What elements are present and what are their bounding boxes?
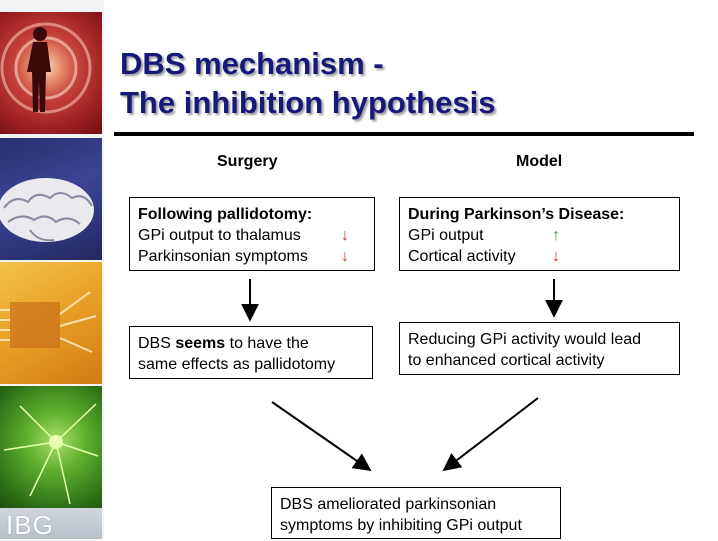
parkinsons-row-cortical: Cortical activity ↓ xyxy=(408,246,671,267)
pallidotomy-row-symptoms: Parkinsonian symptoms ↓ xyxy=(138,246,366,267)
text-segment: to have the xyxy=(225,335,309,352)
brain-image xyxy=(0,138,102,260)
pallidotomy-box: Following pallidotomy: GPi output to tha… xyxy=(129,197,375,271)
conclusion-box: DBS ameliorated parkinsonian symptoms by… xyxy=(271,487,561,539)
conclusion-line1: DBS ameliorated parkinsonian xyxy=(280,496,497,513)
parkinsons-row-gpi: GPi output ↑ xyxy=(408,225,671,246)
row-label: GPi output xyxy=(408,227,484,244)
title-divider xyxy=(114,132,694,136)
slide-title: DBS mechanism - The inhibition hypothesi… xyxy=(120,44,495,122)
row-label: GPi output to thalamus xyxy=(138,227,301,244)
text-segment: DBS xyxy=(138,335,176,352)
emphasis-seems: seems xyxy=(175,335,226,352)
reducing-gpi-line1: Reducing GPi activity would lead xyxy=(408,331,642,348)
pallidotomy-row-gpi: GPi output to thalamus ↓ xyxy=(138,225,366,246)
sidebar-image-strip: IBG xyxy=(0,0,104,540)
model-heading: Model xyxy=(516,153,563,170)
human-figure-image xyxy=(0,12,102,134)
parkinsons-box: During Parkinson’s Disease: GPi output ↑… xyxy=(399,197,680,271)
surgery-heading: Surgery xyxy=(217,153,278,170)
row-label: Parkinsonian symptoms xyxy=(138,248,308,265)
row-label: Cortical activity xyxy=(408,248,516,265)
dbs-effects-box: DBS seems to have the same effects as pa… xyxy=(129,326,373,379)
conclusion-line2: symptoms by inhibiting GPi output xyxy=(280,517,522,534)
pallidotomy-heading: Following pallidotomy: xyxy=(138,206,313,223)
ibg-logo: IBG xyxy=(6,510,54,540)
reducing-gpi-box: Reducing GPi activity would lead to enha… xyxy=(399,322,680,375)
slide-title-line2: The inhibition hypothesis xyxy=(120,85,496,120)
circuit-chip-image xyxy=(0,262,102,384)
slide-title-line1: DBS mechanism - xyxy=(120,46,384,81)
reducing-gpi-line2: to enhanced cortical activity xyxy=(408,352,605,369)
down-arrow-icon: ↓ xyxy=(552,248,560,265)
sidebar-footer-band xyxy=(0,508,102,539)
arrow-surgery-to-conclusion xyxy=(271,401,372,472)
down-arrow-icon: ↓ xyxy=(341,227,349,244)
dbs-effects-line2: same effects as pallidotomy xyxy=(138,356,336,373)
down-arrow-icon: ↓ xyxy=(341,248,349,265)
dbs-effects-line1: DBS seems to have the xyxy=(138,333,364,354)
arrow-model-to-conclusion xyxy=(442,397,539,472)
parkinsons-heading: During Parkinson’s Disease: xyxy=(408,206,625,223)
up-arrow-icon: ↑ xyxy=(552,227,560,244)
neuron-image xyxy=(0,386,102,508)
